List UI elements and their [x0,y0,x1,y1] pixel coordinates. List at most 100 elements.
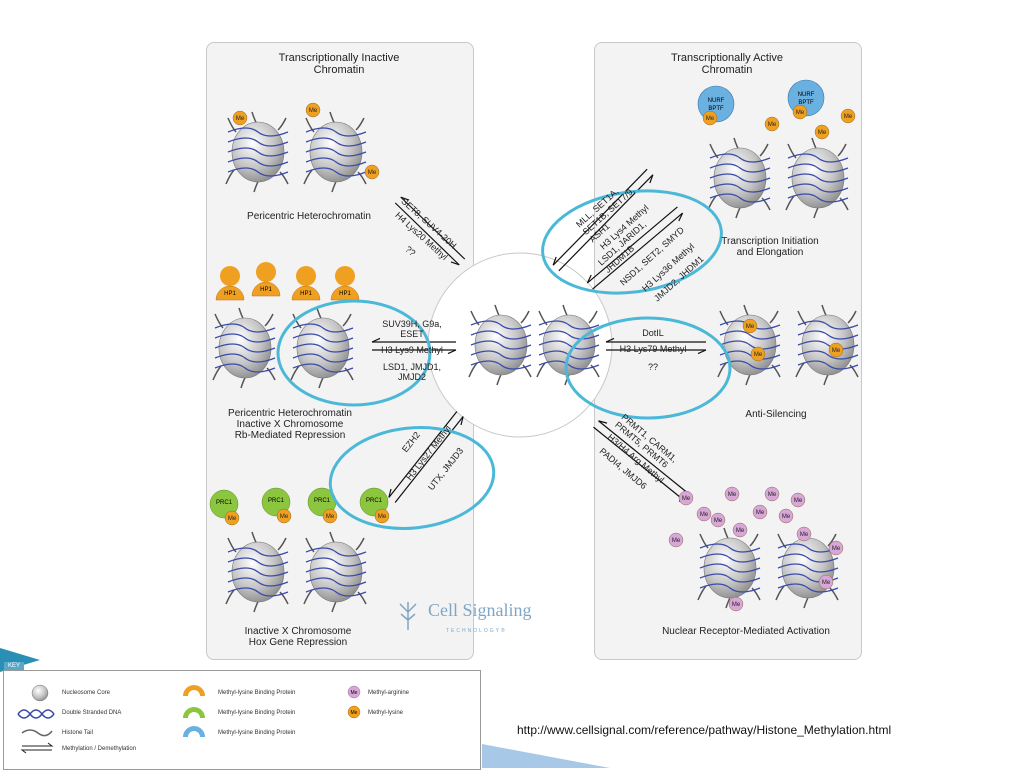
inactive-panel-title: Transcriptionally Inactive Chromatin [278,52,400,76]
dna-strand [777,563,839,573]
histone-tail [357,171,367,185]
histone-tail [468,362,478,378]
hp1-protein [291,285,321,301]
methyl-arginine-mark [724,486,740,502]
histone-tail [303,169,313,185]
key-item-nucleosome: Nucleosome Core [62,690,111,696]
histone-tail [751,587,761,601]
cell-signaling-logo: Cell Signaling [428,600,532,620]
methyl-lysine-mark-label: Me [796,110,805,116]
dna-strand [227,157,289,167]
arrow-arg-reverse [598,420,693,498]
source-url[interactable]: http://www.cellsignal.com/reference/path… [517,723,892,737]
key-me-orange: Me [351,710,358,716]
dna-strand [227,547,289,557]
dna-strand [227,147,289,157]
methyl-arginine-mark [790,492,806,508]
methyl-arginine-mark-label: Me [800,532,809,538]
dna-strand [777,583,839,593]
dna-strand [292,353,354,363]
histone-tail [266,367,276,381]
hp1-protein [330,285,360,301]
state-label-inactive-x-hox: Inactive X Chromosome Hox Gene Repressio… [244,626,352,648]
histone-tail [279,171,289,185]
dna-strand [305,567,367,577]
arrow-h3k36-forward [592,212,683,290]
arrow-h3k9-head [371,337,381,343]
dna-strand [470,340,532,350]
arrow-h4k20-head [400,196,410,201]
dna-strand [470,350,532,360]
methyl-arginine-mark-label: Me [672,538,681,544]
dna-strand [719,340,781,350]
dna-strand [797,360,859,370]
methyl-lysine-mark [764,116,780,132]
hp1-label: HP1 [300,291,312,297]
dna-strand [797,320,859,330]
methyl-arginine-mark-label: Me [732,602,741,608]
arrow-h3k27-head2 [460,416,464,426]
histone-tail [797,310,807,326]
methyl-lysine-mark-label: Me [280,514,289,520]
key-me-pink: Me [351,690,358,696]
methyl-lysine-mark-label: Me [746,324,755,330]
methyl-arginine-mark-label: Me [756,510,765,516]
histone-tail [777,533,787,549]
dna-strand [470,320,532,330]
dna-strand [797,340,859,350]
methyl-lysine-mark-label: Me [236,116,245,122]
dna-strand [709,163,771,173]
methyl-lysine-mark-label: Me [228,516,237,522]
methyl-arginine-mark [796,526,812,542]
histone-tail [827,533,837,547]
arrow-h3k4-reverse [552,168,648,266]
dna-strand [227,567,289,577]
methyl-arginine-mark [678,490,694,506]
state-label-transcription: Transcription Initiation and Elongation [721,236,819,258]
arrow-h3k36-reverse [587,206,678,284]
histone-tail [305,537,315,553]
arrow-h3k36-head2 [586,274,592,284]
histone-tail [699,533,709,549]
dna-strand [787,173,849,183]
methyl-arginine-mark-label: Me [714,518,723,524]
methyl-lysine-mark [276,508,292,524]
histone-tail [305,117,315,133]
tree-icon [399,602,417,630]
dna-strand [787,193,849,203]
dna-strand [719,330,781,340]
nucleosome [290,307,354,389]
histone-tail [847,310,857,324]
dna-strand [699,583,761,593]
methyl-lysine-mark [828,342,844,358]
nucleosome [785,137,849,219]
methyl-arginine-mark-label: Me [832,546,841,552]
methyl-arginine-mark [778,508,794,524]
methyl-arginine-mark [668,532,684,548]
methyl-arginine-mark [752,504,768,520]
methyl-arginine-mark-label: Me [682,496,691,502]
histone-tail [849,364,859,378]
dna-strand [305,147,367,157]
histone-tail [588,310,598,324]
histone-tail [357,591,367,605]
methylation-arrows-icon [20,742,54,754]
methyl-arginine-mark [818,574,834,590]
key-item-methyl-arginine: Methyl-arginine [368,690,410,696]
hp1-label: HP1 [339,291,351,297]
arrow-h3k79-head [697,349,707,355]
histone-tail [342,313,352,327]
dna-strand [797,350,859,360]
hp1-label: HP1 [260,287,272,293]
methyl-lysine-mark [305,102,321,118]
methyl-lysine-mark-label: Me [844,114,853,120]
h3k79-mark: H3 Lys79 Methyl [619,344,687,354]
highlight-ring-h3k9 [276,299,432,407]
histone-tail [837,143,847,157]
key-item-binding-blue: Methyl-lysine Binding Protein [218,730,296,736]
methyl-arginine-mark-label: Me [794,498,803,504]
methyl-arginine-mark [710,512,726,528]
h3k9-erasers: LSD1, JMJD1, JMJD2 [382,362,442,382]
dna-strand [214,353,276,363]
key-item-binding-green: Methyl-lysine Binding Protein [218,710,296,716]
